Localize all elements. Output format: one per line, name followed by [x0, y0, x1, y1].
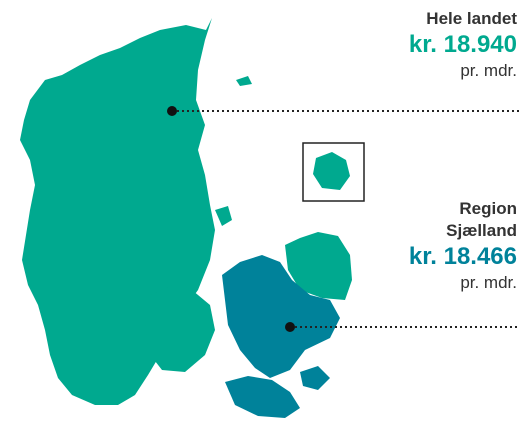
region-sjaelland: [222, 255, 340, 378]
national-unit: pr. mdr.: [460, 61, 517, 80]
bornholm-inset-box: [302, 142, 365, 202]
national-marker: [167, 106, 177, 116]
island-bornholm: [313, 152, 350, 190]
region-mon: [300, 366, 330, 390]
region-north-zealand: [285, 232, 352, 300]
island-anholt: [236, 76, 252, 86]
region-callout: Region Sjælland kr. 18.466 pr. mdr.: [409, 198, 517, 294]
national-callout: Hele landet kr. 18.940 pr. mdr.: [409, 8, 517, 82]
region-value: kr. 18.466: [408, 243, 517, 270]
region-unit: pr. mdr.: [460, 273, 517, 292]
national-value: kr. 18.940: [408, 31, 517, 58]
region-marker: [285, 322, 295, 332]
region-title-line1: Region: [459, 199, 517, 218]
national-title: Hele landet: [426, 9, 517, 28]
region-funen: [145, 285, 215, 372]
island-samso: [215, 206, 232, 226]
region-title-line2: Sjælland: [446, 221, 517, 240]
region-lolland-falster: [225, 376, 300, 418]
